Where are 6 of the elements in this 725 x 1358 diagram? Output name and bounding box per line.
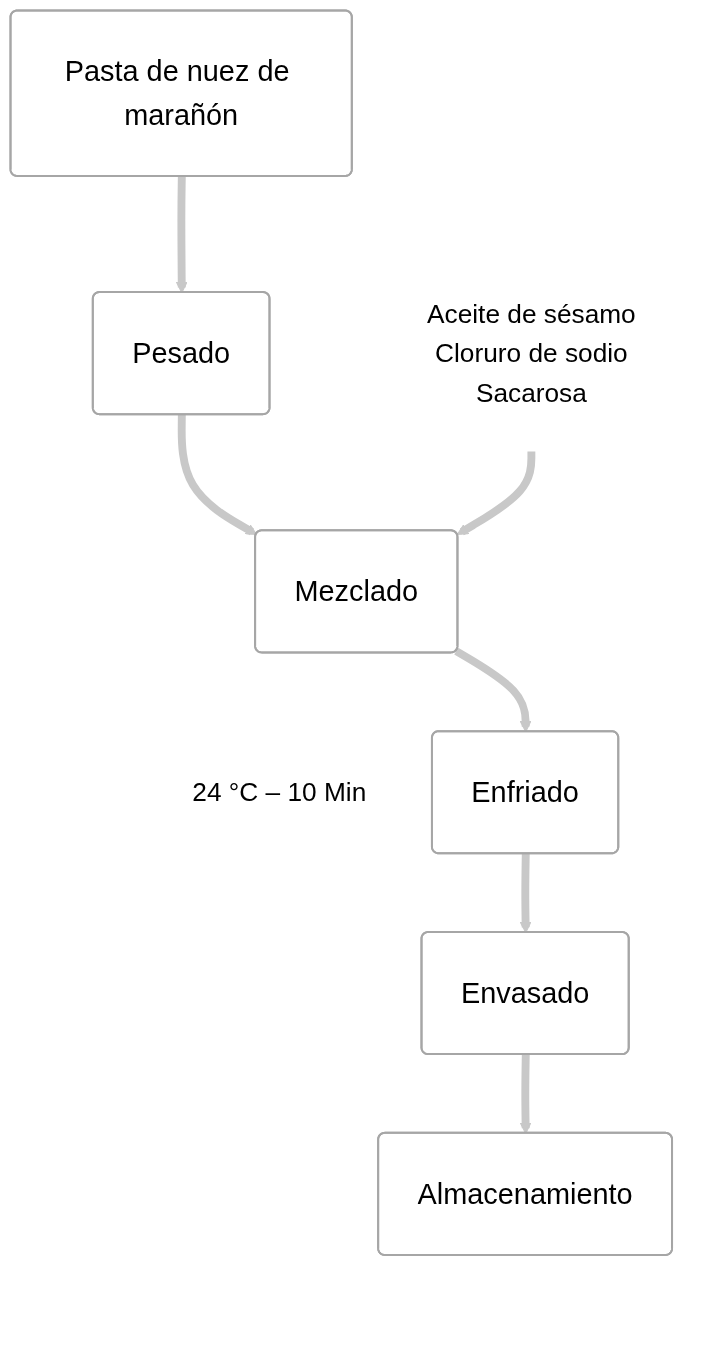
arrow bbox=[177, 414, 258, 536]
node-label: 24 °C – 10 Min bbox=[192, 777, 367, 807]
node-text: Aceite de sésamo Cloruro de sodio Sacarosa bbox=[427, 299, 636, 407]
arrow bbox=[519, 853, 532, 934]
arrow bbox=[454, 647, 532, 733]
arrow bbox=[175, 176, 188, 294]
